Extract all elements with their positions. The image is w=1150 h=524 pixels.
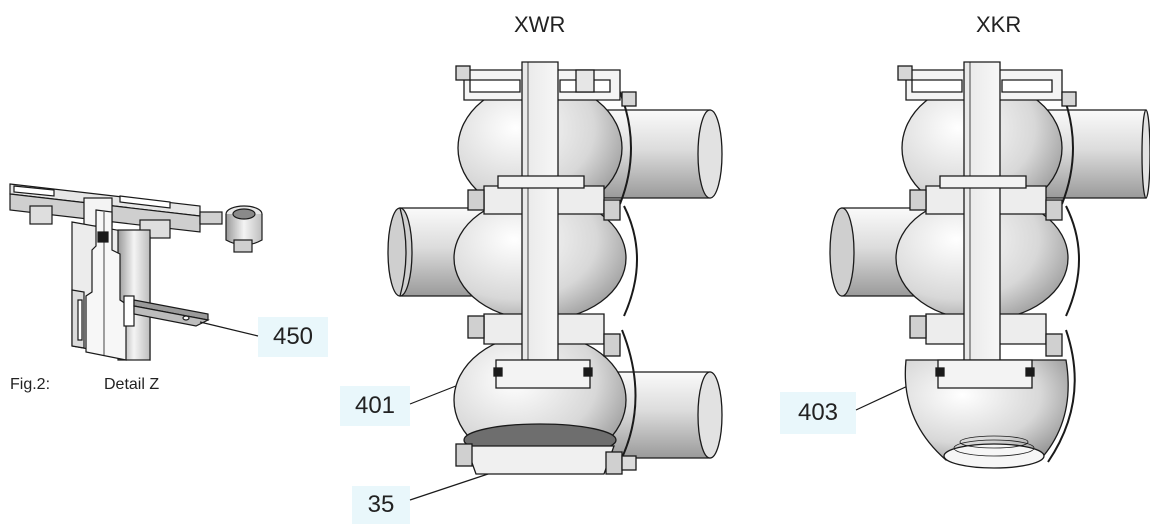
fig-caption: Detail Z [104, 376, 160, 393]
detail-z-drawing [9, 183, 263, 361]
title-xwr: XWR [514, 12, 566, 37]
callout-35: 35 [352, 486, 410, 524]
fig-number: Fig.2: [10, 376, 51, 393]
xkr-drawing [829, 61, 1150, 469]
title-xkr: XKR [976, 12, 1022, 37]
callout-450: 450 [258, 317, 328, 357]
callout-401: 401 [340, 386, 410, 426]
xwr-drawing [387, 61, 723, 475]
callout-403: 403 [780, 392, 856, 434]
